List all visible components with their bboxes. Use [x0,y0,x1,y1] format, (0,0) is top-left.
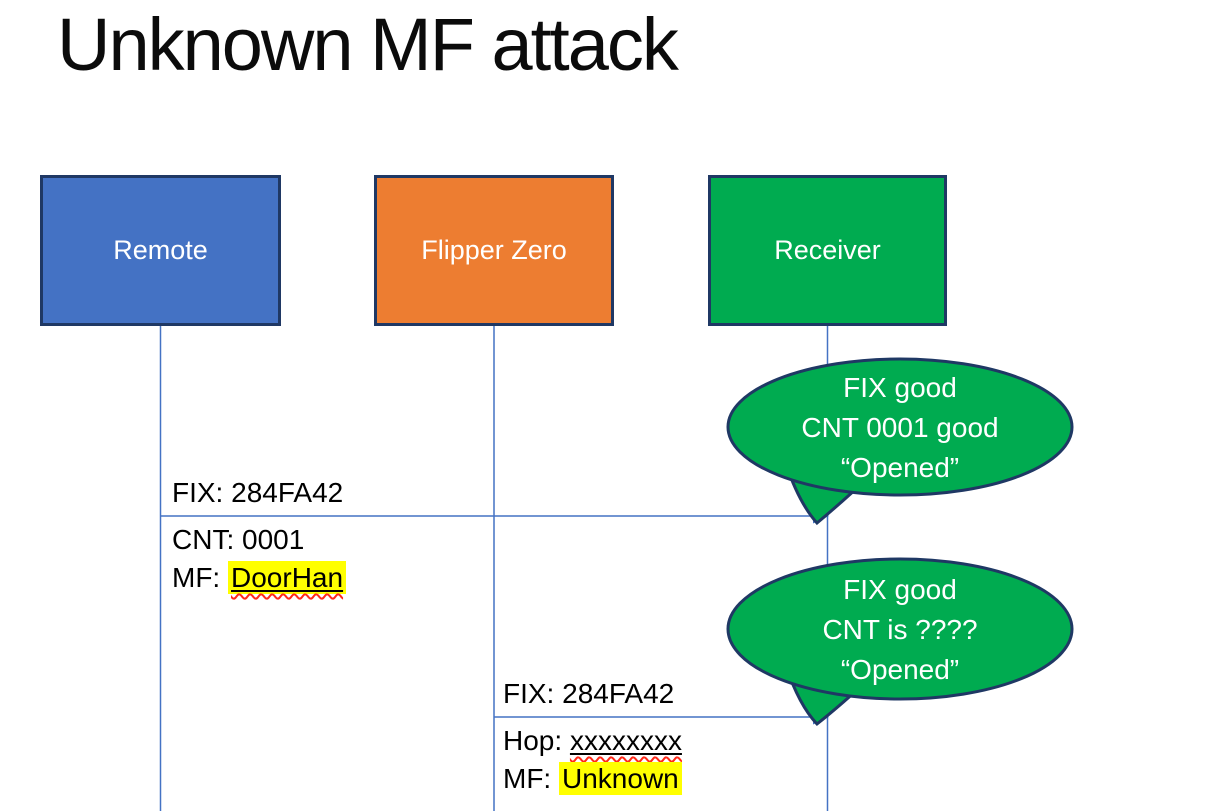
actor-box-remote: Remote [40,175,281,326]
message-2-mf-value: Unknown [559,762,682,795]
message-1-label-above: FIX: 284FA42 [172,479,343,507]
message-2-hop-value: xxxxxxxx [569,725,682,756]
message-2-label-below: Hop: xxxxxxxx MF: Unknown [503,722,682,798]
bubble-2-line-1: FIX good [843,574,957,605]
speech-bubble-2 [726,557,1074,727]
speech-bubble-2-ellipse [726,557,1074,701]
actor-label-remote: Remote [113,235,208,265]
message-2-hop-line: Hop: xxxxxxxx [503,722,682,760]
message-1-cnt-line: CNT: 0001 [172,521,346,559]
message-2-hop-prefix: Hop: [503,725,570,756]
actor-box-flipper-zero: Flipper Zero [374,175,614,326]
bubble-1-line-2: CNT 0001 good [801,412,999,443]
message-1-mf-line: MF: DoorHan [172,559,347,597]
message-1-cnt-value: 0001 [242,524,305,555]
page-title: Unknown MF attack [57,3,679,86]
message-1-mf-highlight: DoorHan [228,561,347,594]
message-2-fix: FIX: 284FA42 [503,678,675,709]
speech-bubble-1 [726,357,1074,526]
speech-bubble-1-ellipse [726,357,1074,497]
bubble-2-line-3: “Opened” [840,654,960,685]
message-1-mf-prefix: MF: [172,562,228,593]
bubble-1-line-1: FIX good [843,372,957,403]
message-2-hop-squiggle: xxxxxxxx [570,725,682,756]
bubble-1-line-3: “Opened” [840,452,960,483]
message-2-label-above: FIX: 284FA42 [503,680,674,708]
speech-bubble-1-text: FIX good CNT 0001 good “Opened” [728,368,1072,488]
message-1-label-below: CNT: 0001 MF: DoorHan [172,521,347,597]
message-1-fix: FIX: 284FA42 [172,477,344,508]
message-2-mf-line: MF: Unknown [503,760,682,798]
message-1-cnt-prefix: CNT: [172,524,242,555]
actor-label-flipper-zero: Flipper Zero [421,235,567,265]
message-1-mf-value: DoorHan [231,562,344,593]
speech-bubble-2-text: FIX good CNT is ???? “Opened” [728,570,1072,690]
actor-box-receiver: Receiver [708,175,947,326]
message-2-mf-prefix: MF: [503,763,559,794]
actor-label-receiver: Receiver [774,235,881,265]
bubble-2-line-2: CNT is ???? [822,614,978,645]
